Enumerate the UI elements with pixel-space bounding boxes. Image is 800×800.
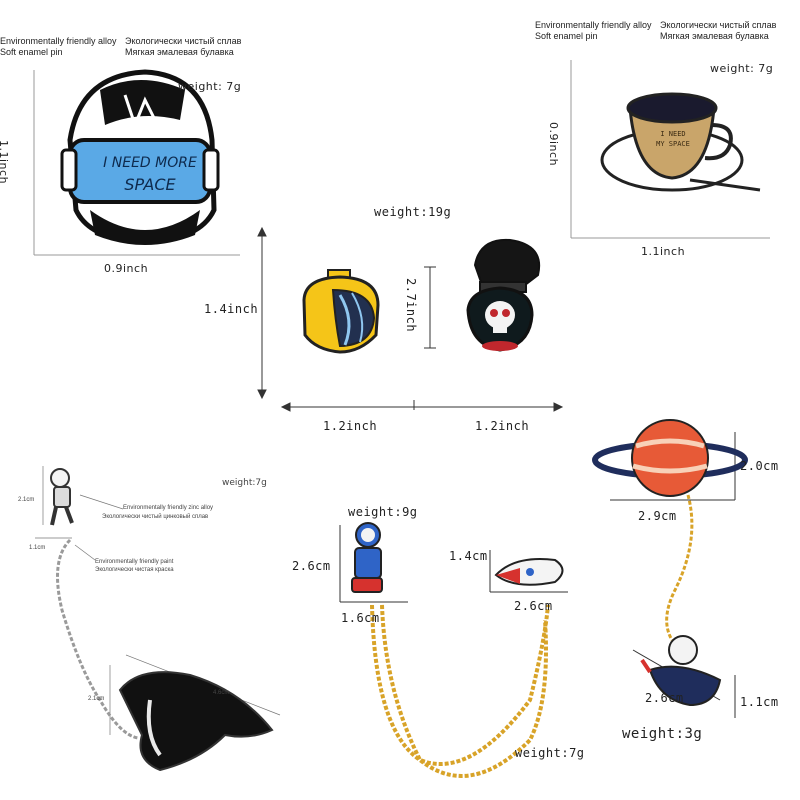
pin2-width: 1.1inch (641, 245, 686, 258)
skull-helmet-pin (466, 238, 541, 352)
pin5-astronaut-width: 1.6cm (341, 611, 380, 625)
pin5-weight-bottom: weight:7g (515, 746, 585, 760)
pin4-zinc-ru: Экологически чистый цинковый сплав (102, 514, 209, 520)
pin4-astronaut-height: 2.1cm (18, 497, 35, 503)
pin6-planet-height: 2.0cm (740, 459, 779, 473)
pin6-astronaut-height: 1.1cm (740, 695, 779, 709)
pin3-height-left: 1.4inch (204, 302, 259, 316)
pin2-alloy-ru: Экологически чистый сплав (660, 20, 777, 30)
pin5-astronaut-height: 2.6cm (292, 559, 331, 573)
pin1-alloy-en: Environmentally friendly alloy (0, 36, 117, 46)
pin2-dimension-lines (570, 60, 770, 239)
visor-text-line1: I NEED MORE (103, 155, 197, 171)
pin3-dimension-lines (257, 226, 564, 412)
whale-pin (118, 671, 274, 772)
pin1-height: 1.1inch (0, 140, 10, 185)
cup-text-line1: I NEED (660, 130, 686, 138)
coffee-cup-pin (600, 92, 761, 192)
pin2-weight: weight: 7g (710, 62, 774, 75)
pin2-enamel-en: Soft enamel pin (535, 31, 598, 41)
cup-text-line2: MY SPACE (656, 140, 690, 148)
helmet-pin (60, 69, 220, 245)
pin4-weight: weight:7g (222, 478, 267, 488)
pin4-whale-width: 4.6cm (213, 690, 230, 696)
pin3-width-right: 1.2inch (475, 419, 530, 433)
pin4-astronaut-width: 1.1cm (29, 545, 46, 551)
pin2-alloy-en: Environmentally friendly alloy (535, 20, 652, 30)
pin3-weight: weight:19g (374, 205, 452, 219)
pin6-weight: weight:3g (622, 726, 703, 742)
pin3-width-left: 1.2inch (323, 419, 378, 433)
pin4-paint-ru: Экологически чистая краска (95, 567, 174, 573)
astronaut-rocket-chain-pin (351, 522, 564, 778)
visor-text-line2: SPACE (124, 175, 176, 194)
pin2-height: 0.9inch (547, 122, 560, 167)
pin2-enamel-ru: Мягкая эмалевая булавка (660, 31, 769, 41)
pin5-weight-top: weight:9g (348, 505, 418, 519)
pin5-rocket-height: 1.4cm (449, 549, 488, 563)
pin4-zinc-en: Environmentally friendly zinc alloy (123, 505, 214, 511)
pin6-astronaut-width: 2.6cm (645, 691, 684, 705)
pin1-enamel-en: Soft enamel pin (0, 47, 63, 57)
pin5-dimension-lines (339, 525, 568, 603)
pin5-rocket-width: 2.6cm (514, 599, 553, 613)
pin1-weight: weight: 7g (178, 80, 242, 93)
pin3-height-right: 2.7inch (404, 278, 418, 333)
pin1-width: 0.9inch (104, 262, 149, 275)
astronaut-chain-pin (50, 468, 139, 740)
pin4-paint-en: Environmentally friendly paint (95, 559, 174, 565)
pin6-planet-width: 2.9cm (638, 509, 677, 523)
pin1-alloy-ru: Экологически чистый сплав (125, 36, 242, 46)
planet-astronaut-chain-pin (592, 419, 748, 707)
yellow-helmet-pin (302, 269, 380, 354)
pin4-whale-height: 2.1cm (88, 696, 105, 702)
pin1-enamel-ru: Мягкая эмалевая булавка (125, 47, 234, 57)
pin1-dimension-lines (33, 70, 240, 256)
